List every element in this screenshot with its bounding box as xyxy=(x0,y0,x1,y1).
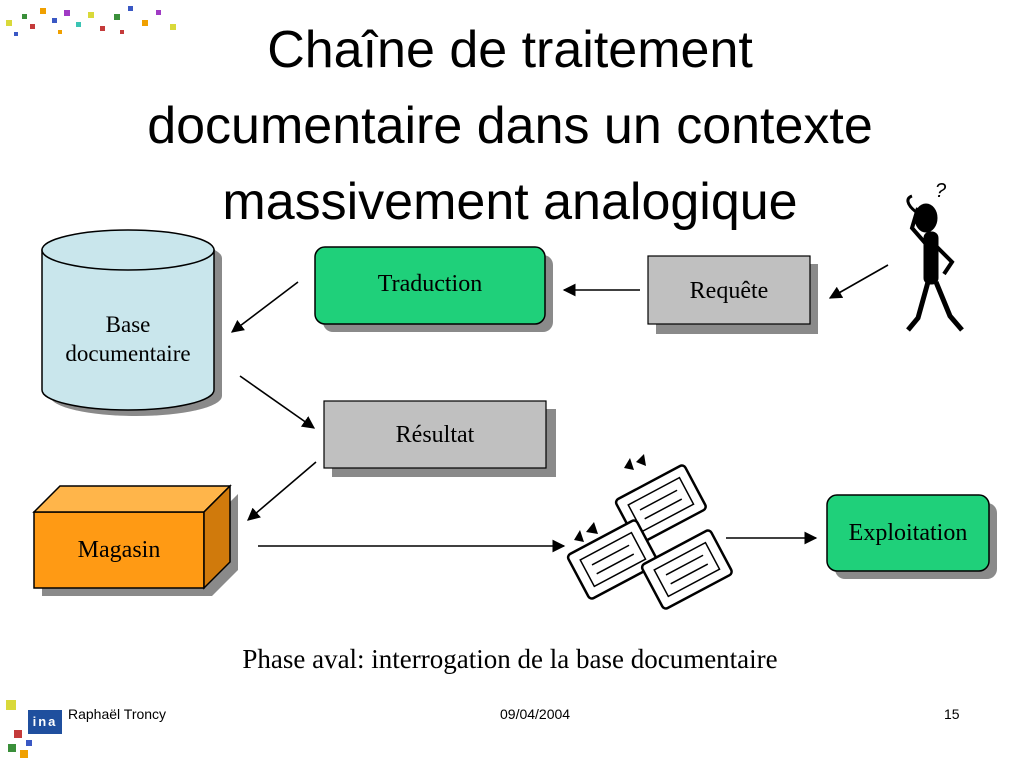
requete-label: Requête xyxy=(689,278,769,304)
base-label-line-2: documentaire xyxy=(65,341,191,366)
exploitation-label: Exploitation xyxy=(848,520,968,546)
thinking-person-icon xyxy=(906,194,964,332)
arrow-base-to-resultat xyxy=(239,375,316,429)
resultat-label: Résultat xyxy=(395,422,475,448)
question-mark-label: ? xyxy=(935,180,947,202)
slide-caption: Phase aval: interrogation de la base doc… xyxy=(242,644,778,674)
requete-node xyxy=(647,255,818,334)
arrow-traduction-to-base xyxy=(230,281,299,333)
base-documentaire-node xyxy=(41,229,222,416)
footer-date: 09/04/2004 xyxy=(500,706,571,722)
documents-icon xyxy=(566,454,733,610)
footer-author: Raphaël Troncy xyxy=(68,706,167,722)
resultat-node xyxy=(323,400,556,477)
traduction-label: Traduction xyxy=(377,271,483,297)
slide-title: Chaîne de traitement documentaire dans u… xyxy=(40,12,980,240)
exploitation-node xyxy=(826,494,997,579)
footer-page-number: 15 xyxy=(944,706,960,722)
base-documentaire-label: Base documentaire xyxy=(42,310,214,368)
arrow-person-to-requete xyxy=(828,264,889,299)
base-label-line-1: Base xyxy=(105,312,151,337)
magasin-label: Magasin xyxy=(77,537,161,563)
ina-logo-badge: ina xyxy=(28,710,62,734)
title-line-1: Chaîne de traitement xyxy=(267,21,753,79)
title-line-3: massivement analogique xyxy=(222,173,798,231)
magasin-node xyxy=(32,484,238,596)
arrow-resultat-to-magasin xyxy=(247,461,317,521)
ina-logo: ina xyxy=(6,700,64,760)
confetti-decoration xyxy=(6,6,176,36)
traduction-node xyxy=(314,246,553,332)
flow-arrows xyxy=(230,264,889,553)
title-line-2: documentaire dans un contexte xyxy=(147,97,873,155)
